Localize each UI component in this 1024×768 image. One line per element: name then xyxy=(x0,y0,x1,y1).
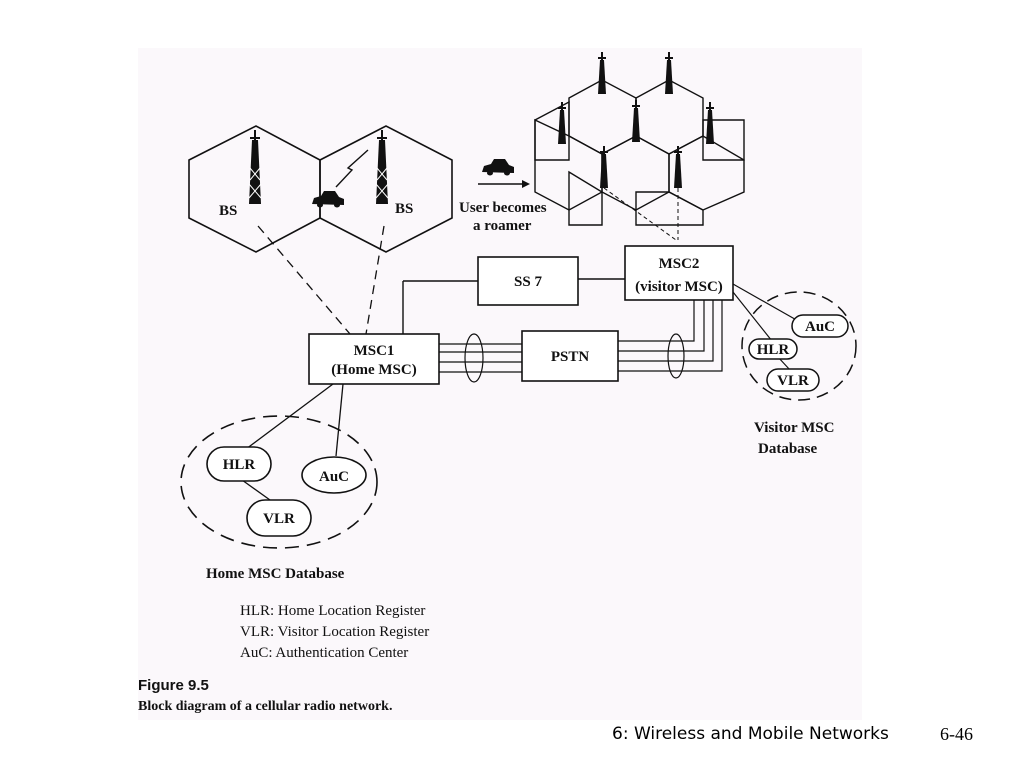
figure-number: Figure 9.5 xyxy=(138,677,209,694)
trunk-pstn-msc2 xyxy=(618,300,723,379)
visitor-auc-label: AuC xyxy=(805,319,835,335)
bs-label: BS xyxy=(395,201,413,217)
home-db-boundary xyxy=(180,415,378,549)
radio-link-icon xyxy=(335,149,369,188)
pstn-label: PSTN xyxy=(551,349,590,365)
visitor-vlr-label: VLR xyxy=(777,373,809,389)
figure-caption: Block diagram of a cellular radio networ… xyxy=(138,699,392,714)
cell-tower-icon xyxy=(631,99,641,143)
home-hlr-label: HLR xyxy=(223,457,256,473)
cell-tower-icon xyxy=(597,51,607,95)
footer-title: 6: Wireless and Mobile Networks xyxy=(612,724,889,744)
home-cell-right xyxy=(319,125,453,253)
trunk-msc1-pstn xyxy=(439,333,522,383)
visitor-vlr-node xyxy=(766,368,820,392)
page-number: 6-46 xyxy=(940,724,973,744)
home-auc-node xyxy=(301,456,367,494)
home-db-label: Home MSC Database xyxy=(206,566,345,582)
home-auc-label: AuC xyxy=(319,469,349,485)
cell-tower-icon xyxy=(664,51,674,95)
ss7-label: SS 7 xyxy=(514,274,542,290)
roaming-label-line2: a roamer xyxy=(473,218,532,234)
roaming-label-line1: User becomes xyxy=(459,200,547,216)
arrow-head-icon xyxy=(522,180,530,188)
msc1-label-line1: MSC1 xyxy=(354,343,395,359)
legend-line: VLR: Visitor Location Register xyxy=(240,624,429,640)
visitor-hlr-label: HLR xyxy=(757,342,790,358)
cell-tower-icon xyxy=(673,145,683,189)
cell-tower-icon xyxy=(705,101,715,145)
visitor-db-boundary xyxy=(741,291,857,401)
visitor-db-label-line2: Database xyxy=(758,441,818,457)
bs-tower-icon xyxy=(248,129,262,205)
msc2-visitor-node xyxy=(624,245,734,301)
visitor-db-label-line1: Visitor MSC xyxy=(754,420,834,436)
msc2-label-line2: (visitor MSC) xyxy=(635,279,723,295)
msc2-label-line1: MSC2 xyxy=(659,256,700,272)
bs-tower-icon xyxy=(375,129,389,205)
visitor-cell-cluster xyxy=(534,79,745,226)
home-vlr-node xyxy=(246,499,312,537)
car-icon xyxy=(482,159,514,176)
legend-line: AuC: Authentication Center xyxy=(240,645,408,661)
car-icon xyxy=(312,191,344,208)
cell-to-msc2-links xyxy=(603,187,679,241)
cell-to-msc1-links xyxy=(257,225,385,335)
home-vlr-label: VLR xyxy=(263,511,295,527)
cell-tower-icon xyxy=(599,145,609,189)
home-hlr-node xyxy=(206,446,272,482)
legend-line: HLR: Home Location Register xyxy=(240,603,425,619)
visitor-auc-node xyxy=(791,314,849,338)
msc1-label-line2: (Home MSC) xyxy=(331,362,416,378)
pstn-node xyxy=(521,330,619,382)
msc1-home-node xyxy=(308,333,440,385)
visitor-hlr-node xyxy=(748,338,798,360)
cell-tower-icon xyxy=(557,101,567,145)
bs-label: BS xyxy=(219,203,237,219)
